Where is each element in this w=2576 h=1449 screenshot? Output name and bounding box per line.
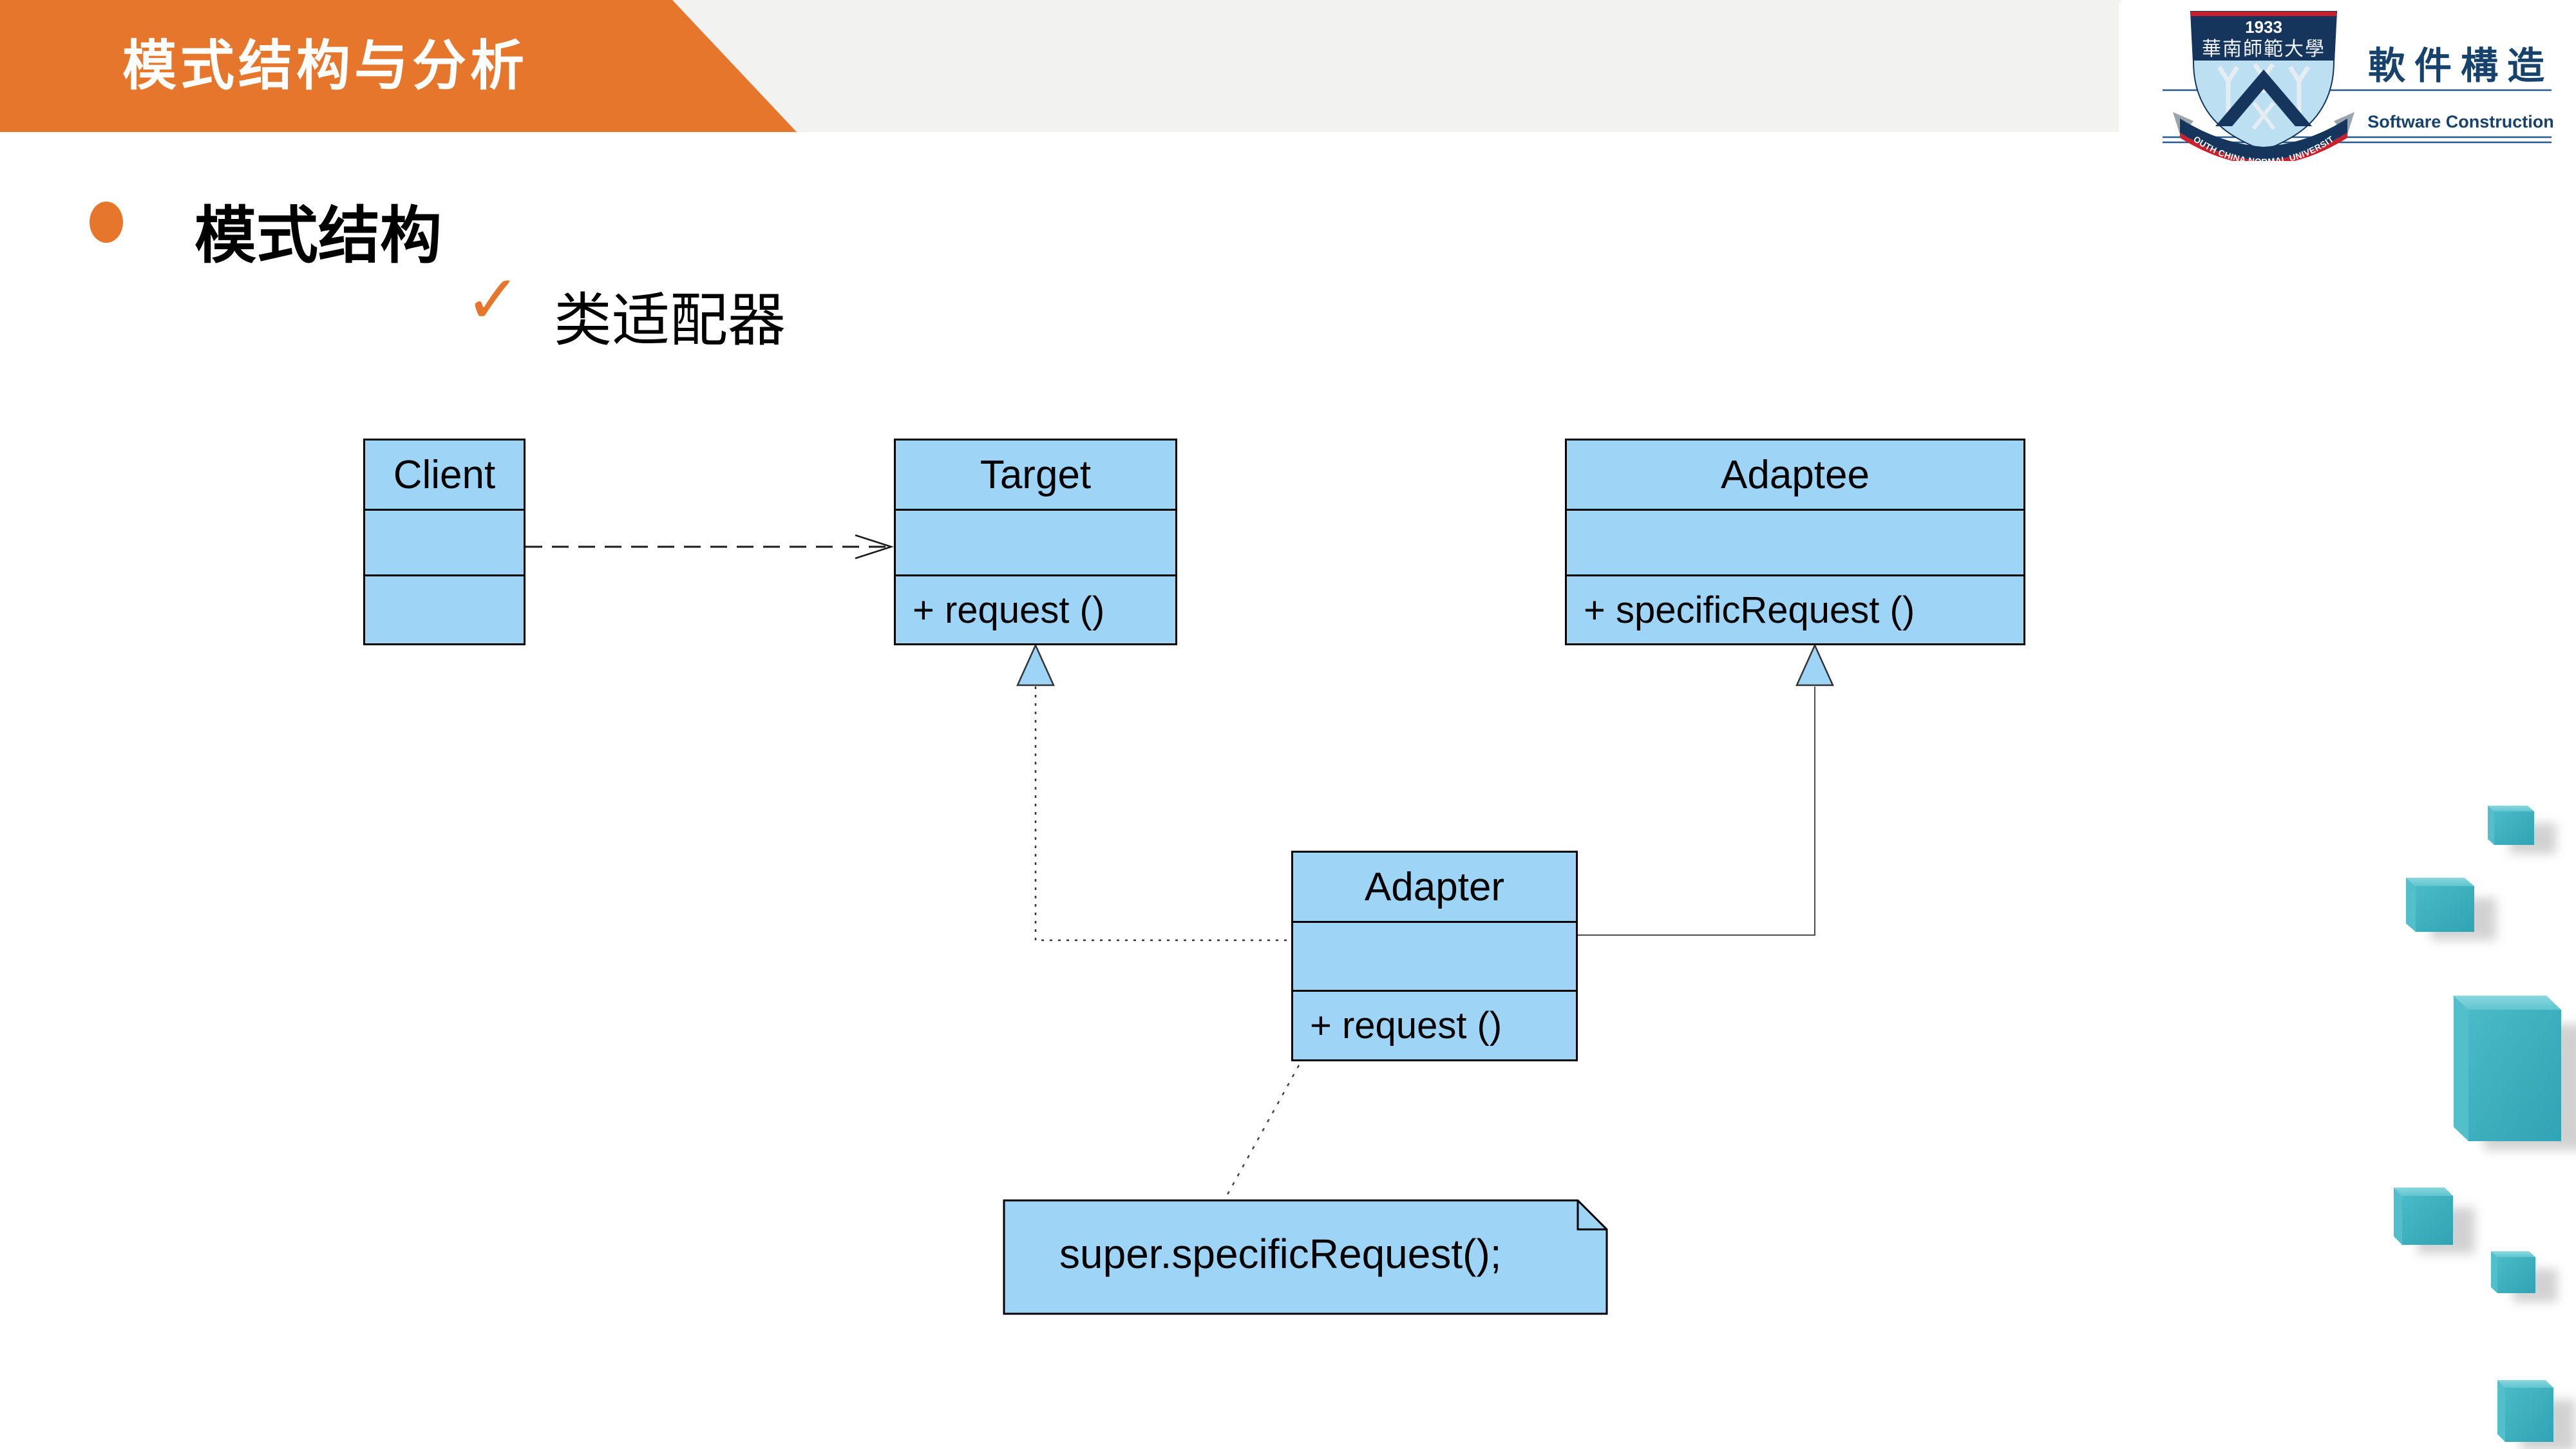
- university-logo: 1933 華南師範大學 SOUTH CHINA NORMAL UNIVERSIT…: [2119, 3, 2576, 161]
- checkmark-icon: ✓: [465, 263, 522, 337]
- cube-decoration: [2406, 878, 2474, 932]
- logo-year: 1933: [2245, 17, 2282, 37]
- note-shape: [1003, 1199, 1608, 1315]
- section-heading: 模式结构: [194, 202, 442, 270]
- generalization-adaptee-line: [1578, 687, 1815, 936]
- page-title: 模式结构与分析: [122, 35, 529, 96]
- cubes-decoration: [2394, 806, 2576, 1449]
- check-item-label: 类适配器: [554, 289, 786, 353]
- class-adapter-attrs: [1293, 923, 1576, 992]
- bullet-icon: [90, 202, 123, 243]
- generalization-target-line: [1034, 687, 1291, 942]
- generalization-target-triangle: [1016, 643, 1055, 687]
- cube-decoration: [2454, 996, 2561, 1141]
- class-adaptee-attrs: [1567, 511, 2023, 576]
- class-client: Client: [363, 439, 526, 645]
- class-adaptee: Adaptee + specificRequest (): [1565, 439, 2025, 645]
- note-text: super.specificRequest();: [1059, 1231, 1502, 1277]
- cube-decoration: [2488, 806, 2534, 845]
- class-client-title: Client: [365, 440, 524, 511]
- class-adapter-methods: + request (): [1310, 1005, 1502, 1046]
- note-fold-icon: [1577, 1200, 1607, 1231]
- generalization-adaptee-triangle: [1795, 643, 1834, 687]
- class-target: Target + request (): [894, 439, 1177, 645]
- dependency-arrowhead: [855, 534, 895, 560]
- class-client-methods: [365, 576, 524, 643]
- class-target-methods: + request (): [913, 589, 1105, 631]
- class-adaptee-title: Adaptee: [1567, 440, 2023, 511]
- ribbon-red-edge: [2180, 133, 2347, 161]
- cube-decoration: [2394, 1188, 2453, 1245]
- shield-red-strip: [2191, 12, 2336, 16]
- class-adapter-title: Adapter: [1293, 853, 1576, 923]
- shield-emblem-cross: [2251, 102, 2276, 130]
- uml-note: super.specificRequest();: [1003, 1199, 1608, 1315]
- cube-decoration: [2497, 1380, 2553, 1442]
- ribbon-banner: [2180, 118, 2347, 161]
- shield-top-band: [2191, 16, 2336, 61]
- logo-university-cn: 華南師範大學: [2202, 39, 2325, 60]
- class-client-attrs: [365, 511, 524, 576]
- university-logo-graphic: 1933 華南師範大學 SOUTH CHINA NORMAL UNIVERSIT…: [2119, 3, 2554, 161]
- class-adaptee-methods: + specificRequest (): [1584, 589, 1915, 631]
- class-adapter: Adapter + request (): [1291, 851, 1578, 1061]
- logo-course-en: Software Construction: [2367, 112, 2554, 131]
- header-banner: [0, 0, 797, 132]
- class-target-title: Target: [896, 440, 1175, 511]
- shield-emblem-chevron: [2215, 70, 2312, 126]
- class-target-attrs: [896, 511, 1175, 576]
- cube-decoration: [2491, 1251, 2535, 1293]
- logo-course-cn: 軟件構造: [2368, 45, 2553, 87]
